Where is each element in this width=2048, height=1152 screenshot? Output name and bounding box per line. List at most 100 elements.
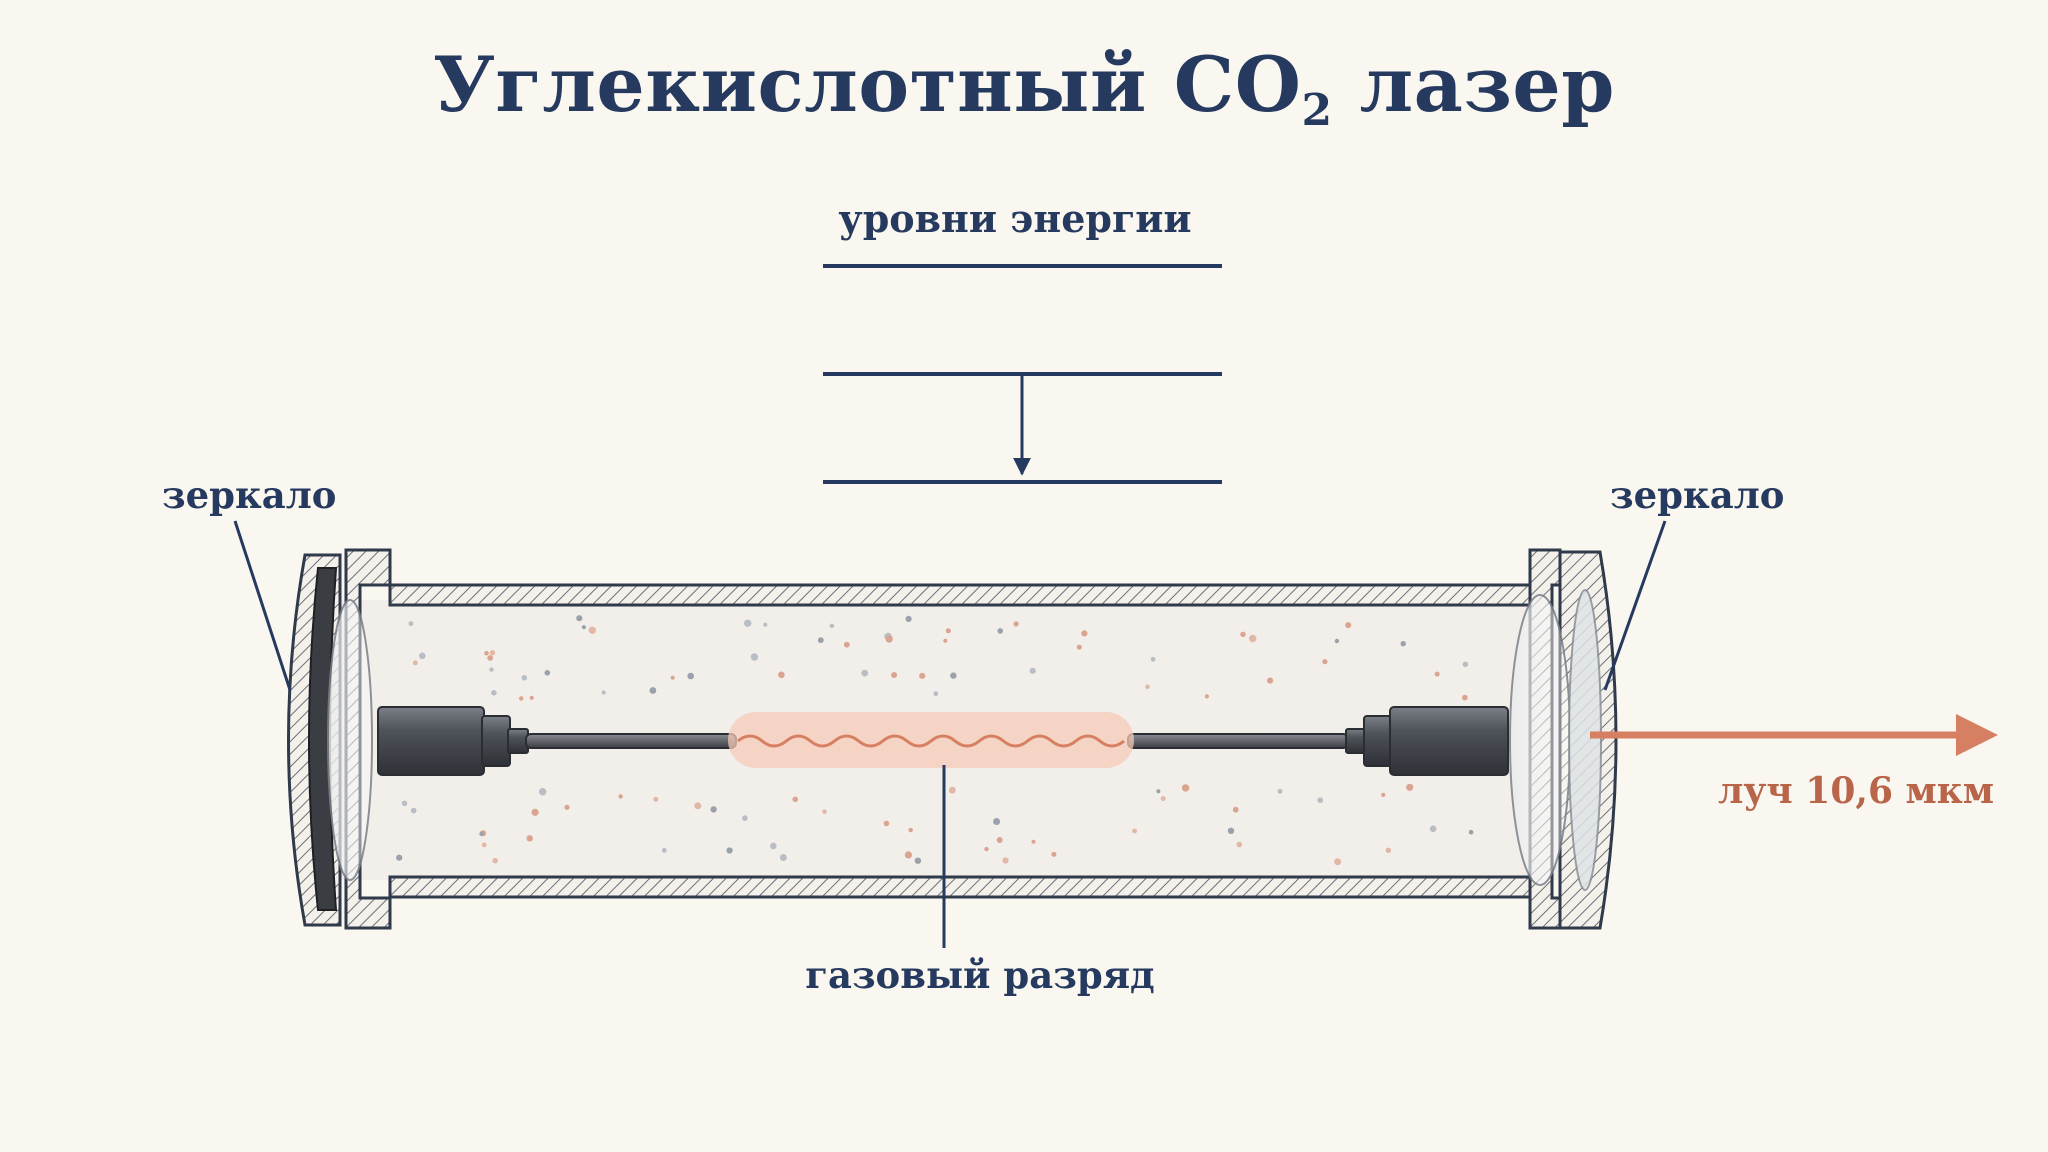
tube-wall-bottom <box>390 877 1530 897</box>
gas-particle <box>763 622 768 627</box>
title-suffix: лазер <box>1332 40 1615 129</box>
gas-particle <box>905 615 912 623</box>
electrode-left <box>377 706 737 776</box>
gas-particle <box>539 788 547 796</box>
gas-particle <box>687 672 694 680</box>
gas-particle <box>1334 858 1342 866</box>
laser-beam <box>1590 714 1998 756</box>
gas-particle <box>670 675 675 680</box>
gas-particle <box>484 650 489 656</box>
gas-particle <box>581 625 587 630</box>
beam-label: луч 10,6 мкм <box>1718 770 1995 812</box>
gas-particle <box>1081 630 1088 637</box>
gas-particle <box>529 695 534 700</box>
gas-particle <box>519 696 524 701</box>
gas-particle <box>1317 797 1324 803</box>
gas-particle <box>1227 827 1235 834</box>
gas-particle <box>1468 829 1474 835</box>
gas-particle <box>564 804 570 810</box>
title-main: Углекислотный CO <box>433 40 1302 129</box>
gas-particle <box>778 671 785 679</box>
tube-wall-top <box>390 585 1530 605</box>
gas-particle <box>933 691 939 697</box>
gas-particle <box>489 650 496 656</box>
gas-particle <box>1381 792 1386 798</box>
gas-particle <box>1013 621 1019 627</box>
gas-particle <box>1462 661 1469 668</box>
gas-particle <box>1434 671 1440 677</box>
gas-particle <box>419 652 426 660</box>
gas-particle <box>492 857 499 864</box>
gas-particle <box>904 851 913 859</box>
gas-particle <box>1277 788 1283 794</box>
gas-particle <box>950 672 957 679</box>
mirror-right-label: зеркало <box>1610 473 1785 517</box>
gas-particle <box>1076 644 1082 650</box>
gas-particle <box>481 842 487 848</box>
gas-discharge-label: газовый разряд <box>805 953 1155 997</box>
gas-particle <box>1145 684 1150 690</box>
beam-arrowhead <box>1956 714 1998 756</box>
gas-particle <box>694 802 702 810</box>
gas-particle <box>885 635 893 643</box>
gas-particle <box>997 628 1003 634</box>
energy-levels-label: уровни энергии <box>838 196 1192 241</box>
gas-particle <box>843 641 850 648</box>
leader-lines <box>233 520 1667 948</box>
gas-particle <box>396 854 403 861</box>
gas-particle <box>1240 631 1246 637</box>
gas-particle <box>945 628 951 634</box>
gas-particle <box>1429 825 1437 833</box>
gas-particle <box>993 818 1001 825</box>
gas-particle <box>914 857 922 864</box>
gas-particle <box>1267 677 1274 684</box>
gas-particle <box>1249 634 1257 643</box>
gas-particle <box>649 687 657 694</box>
gas-particle <box>1204 694 1209 699</box>
gas-particle <box>489 667 494 672</box>
gas-particle <box>526 835 533 842</box>
gas-particle <box>1232 806 1239 813</box>
gas-particle <box>1322 659 1328 665</box>
gas-particle <box>588 626 596 634</box>
gas-particle <box>487 655 494 661</box>
gas-particle <box>744 619 752 627</box>
page-title: Углекислотный CO2 лазер <box>0 40 2048 136</box>
gas-particle <box>710 806 717 813</box>
gas-particle <box>531 808 539 816</box>
title-subscript: 2 <box>1301 85 1333 136</box>
gas-particle <box>919 672 926 679</box>
gas-particle <box>521 675 528 681</box>
gas-particle <box>726 847 733 854</box>
gas-particle <box>948 786 956 794</box>
gas-particle <box>1236 841 1243 848</box>
gas-particle <box>883 820 890 827</box>
gas-particle <box>653 796 659 802</box>
gas-particle <box>822 809 827 814</box>
gas-particle <box>661 848 667 853</box>
gas-discharge <box>728 712 1134 768</box>
gas-particle <box>1334 638 1340 644</box>
mirror-left <box>308 567 373 911</box>
leader-mirror-left <box>233 520 292 691</box>
gas-particle <box>410 807 417 814</box>
gas-particle <box>908 827 913 833</box>
gas-particle <box>1406 783 1414 791</box>
gas-particle <box>1156 789 1161 794</box>
gas-particle <box>996 837 1003 843</box>
gas-particle <box>742 815 748 821</box>
discharge-wave <box>737 734 1125 748</box>
gas-particle <box>1029 667 1036 674</box>
gas-particle <box>829 623 835 628</box>
mirror-right <box>1509 589 1602 891</box>
gas-particle <box>1462 694 1468 701</box>
gas-particle <box>1160 796 1166 802</box>
gas-particle <box>1150 656 1156 662</box>
gas-particle <box>1345 622 1352 629</box>
gas-particle <box>544 670 551 676</box>
gas-particle <box>576 615 583 622</box>
gas-particles <box>396 615 1474 866</box>
gas-particle <box>779 854 787 861</box>
